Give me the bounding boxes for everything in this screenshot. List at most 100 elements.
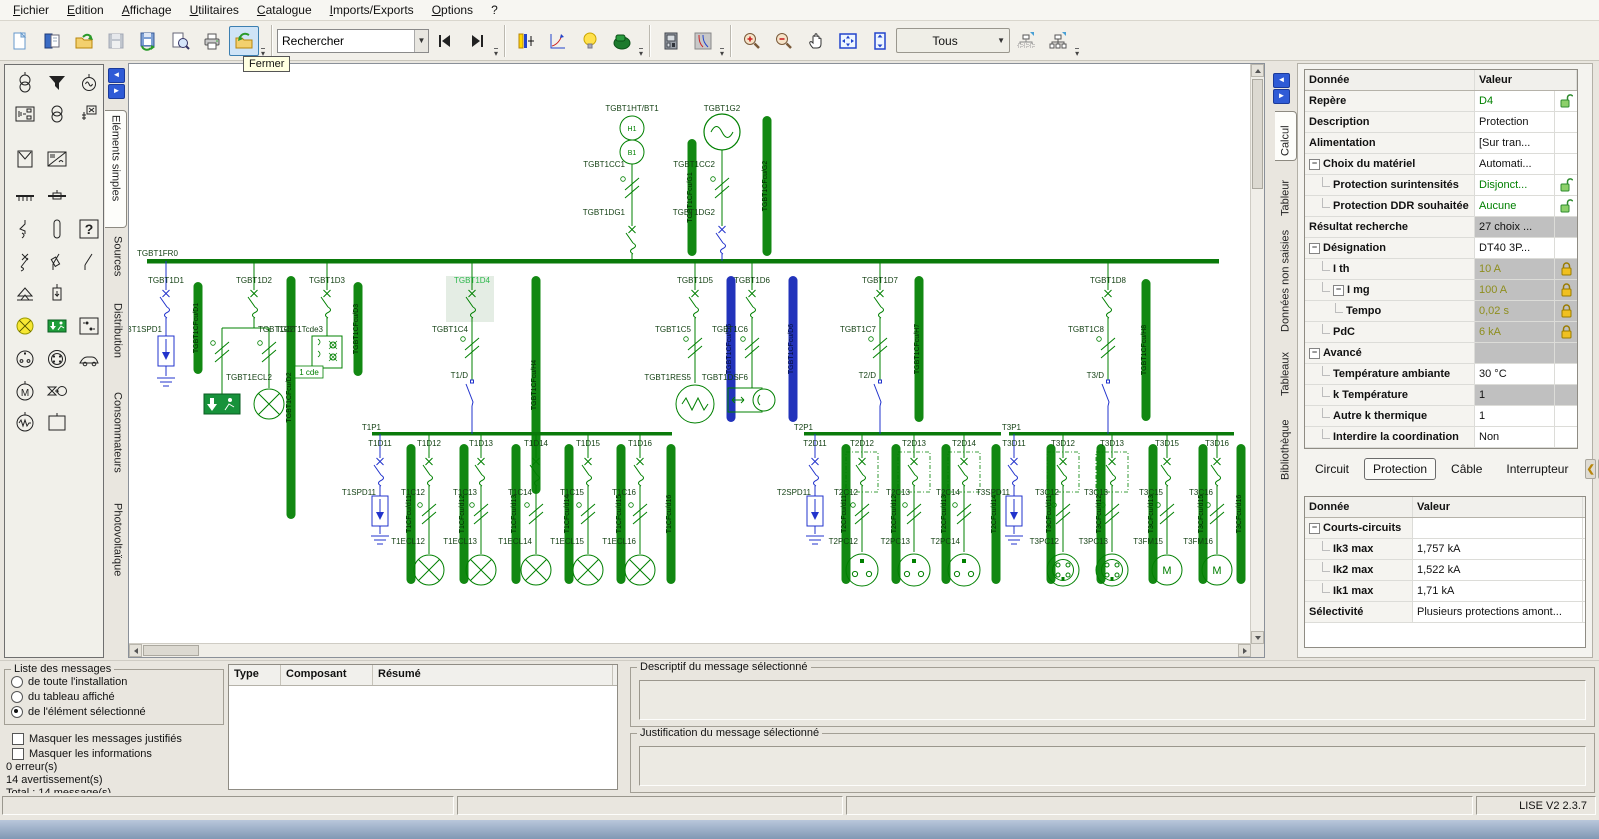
diagram-label[interactable]: TGBT1DG1: [583, 208, 626, 217]
menu-utilitaires[interactable]: Utilitaires: [189, 3, 239, 17]
cable-bar-label[interactable]: T1CFcu/d11: [406, 495, 413, 533]
cable-symbol-dot[interactable]: [710, 176, 716, 182]
print-button[interactable]: [197, 26, 227, 56]
socket-pin[interactable]: [1114, 572, 1120, 578]
cable-symbol[interactable]: [580, 503, 596, 525]
pan-hand-button[interactable]: [801, 26, 831, 56]
cable-symbol-dot[interactable]: [460, 336, 466, 342]
diagram-label[interactable]: T1ECL13: [443, 537, 477, 546]
socket-pin[interactable]: [1110, 577, 1114, 580]
surge-protector[interactable]: [1005, 495, 1023, 527]
cabinet-button[interactable]: [656, 26, 686, 56]
palette-transformer-2[interactable]: [43, 101, 71, 127]
lock-cell[interactable]: [1555, 280, 1577, 300]
property-row-avanc[interactable]: −Avancé: [1305, 343, 1577, 364]
palette-tab-photovolta-que[interactable]: Photovoltaïque: [111, 503, 124, 577]
vertical-scroll-thumb[interactable]: [1252, 79, 1263, 189]
palette-generator-wave[interactable]: [11, 409, 39, 435]
diagram-label[interactable]: T2/D: [859, 371, 877, 380]
circuit-breaker[interactable]: [688, 289, 699, 319]
filter-dropdown-button[interactable]: ▼: [997, 36, 1006, 45]
lamp-load[interactable]: [572, 554, 604, 586]
lamp-load[interactable]: [520, 554, 552, 586]
cable-bar-label[interactable]: T1CFcu/d16: [666, 495, 673, 534]
diagram-label[interactable]: TGBT1RES5: [644, 373, 691, 382]
disconnect-switch[interactable]: [1101, 379, 1110, 407]
diagram-label[interactable]: TGBT1D1: [148, 276, 185, 285]
diagram-label[interactable]: T3D11: [1002, 439, 1026, 448]
control-lamp-rays[interactable]: [328, 352, 338, 362]
socket-pin[interactable]: [851, 570, 859, 578]
diagram-label[interactable]: T1/D: [451, 371, 469, 380]
diagram-label[interactable]: T2D12: [850, 439, 875, 448]
property-value[interactable]: Protection: [1475, 112, 1555, 132]
socket-5pin-inner[interactable]: [1052, 559, 1074, 581]
socket-pin[interactable]: [860, 559, 864, 563]
diagram-label[interactable]: TGBT1D3: [309, 276, 346, 285]
property-value[interactable]: 100 A: [1475, 280, 1555, 300]
circuit-breaker[interactable]: [320, 289, 331, 319]
palette-cable[interactable]: [11, 216, 39, 242]
cable-bar-t1cfcu-d13[interactable]: [511, 444, 521, 584]
scroll-right-button[interactable]: [1238, 644, 1251, 657]
busbar[interactable]: [1009, 432, 1234, 436]
circuit-breaker[interactable]: [373, 457, 384, 487]
diagram-label[interactable]: T3SPD11: [976, 488, 1011, 497]
palette-generator[interactable]: [75, 71, 103, 97]
cable-symbol[interactable]: [1209, 503, 1225, 525]
cable-bar-tgbt1cfcu-d6[interactable]: [788, 276, 798, 422]
diagram-label[interactable]: T1ECL15: [550, 537, 584, 546]
cable-bar-t3cfcu-d16[interactable]: [1236, 444, 1246, 584]
diagram-label[interactable]: T3P1: [1002, 423, 1022, 432]
socket-pin[interactable]: [962, 559, 966, 563]
diagram-label[interactable]: T3FM16: [1183, 537, 1213, 546]
cable-bar-t1cfcu-d15[interactable]: [616, 444, 626, 584]
lock-cell[interactable]: [1555, 301, 1577, 321]
drive-motor[interactable]: [752, 388, 776, 412]
palette-busbar-drawer[interactable]: [43, 186, 71, 212]
cable-symbol[interactable]: [1055, 503, 1071, 525]
property-value[interactable]: 1: [1475, 385, 1555, 405]
palette-power-supply[interactable]: [11, 101, 39, 127]
palette-emergency-light[interactable]: [43, 313, 71, 339]
busbar[interactable]: [804, 432, 1001, 436]
busbar[interactable]: [372, 432, 672, 436]
cable-symbol[interactable]: [906, 503, 922, 525]
diagram-label[interactable]: TGBT1C6: [712, 325, 749, 334]
cable-bar-t1cfcu-d12[interactable]: [459, 444, 469, 584]
diagram-label[interactable]: T1C13: [453, 488, 478, 497]
property-row-alimentation[interactable]: Alimentation[Sur tran...: [1305, 133, 1577, 154]
palette-socket-5[interactable]: [43, 346, 71, 372]
panel-tab-tableaux[interactable]: Tableaux: [1279, 351, 1292, 396]
zoom-in-button[interactable]: [737, 26, 767, 56]
cable-symbol[interactable]: [687, 337, 703, 359]
property-value[interactable]: 1,71 kA: [1413, 581, 1583, 601]
radio-option-de-toute-l-installation[interactable]: de toute l'installation: [11, 675, 223, 689]
circuit-breaker[interactable]: [159, 289, 170, 319]
palette-lighting-box[interactable]: [75, 313, 103, 339]
palette-battery[interactable]: [43, 281, 71, 307]
cable-bar-label[interactable]: T1CFcu/d12: [459, 495, 466, 534]
socket-5pin[interactable]: [1095, 553, 1129, 587]
palette-delta-feeder[interactable]: [11, 281, 39, 307]
property-value[interactable]: [1413, 518, 1583, 538]
property-value[interactable]: 30 °C: [1475, 364, 1555, 384]
diagram-label[interactable]: T3PC12: [1030, 537, 1060, 546]
toolbar-overflow-button[interactable]: ▾: [1075, 48, 1080, 58]
diagram-label[interactable]: TGBT1D8: [1090, 276, 1127, 285]
close-folder-button[interactable]: [229, 25, 259, 56]
cable-bar-label[interactable]: TGBT1CFcu/D1: [193, 303, 200, 353]
lamp-cross[interactable]: [629, 559, 651, 581]
palette-fuse-switch[interactable]: [43, 249, 71, 275]
vertical-scrollbar[interactable]: [1250, 64, 1264, 644]
column-header[interactable]: Donnée: [1305, 70, 1475, 90]
cable-symbol[interactable]: [854, 503, 870, 525]
cable-symbol-dot[interactable]: [1100, 502, 1106, 508]
cable-bar-label[interactable]: T3CFcu/d15: [1198, 495, 1205, 534]
palette-scroll-right-button[interactable]: ►: [108, 84, 125, 99]
cable-bar-t2cfcu-d11[interactable]: [841, 444, 851, 584]
